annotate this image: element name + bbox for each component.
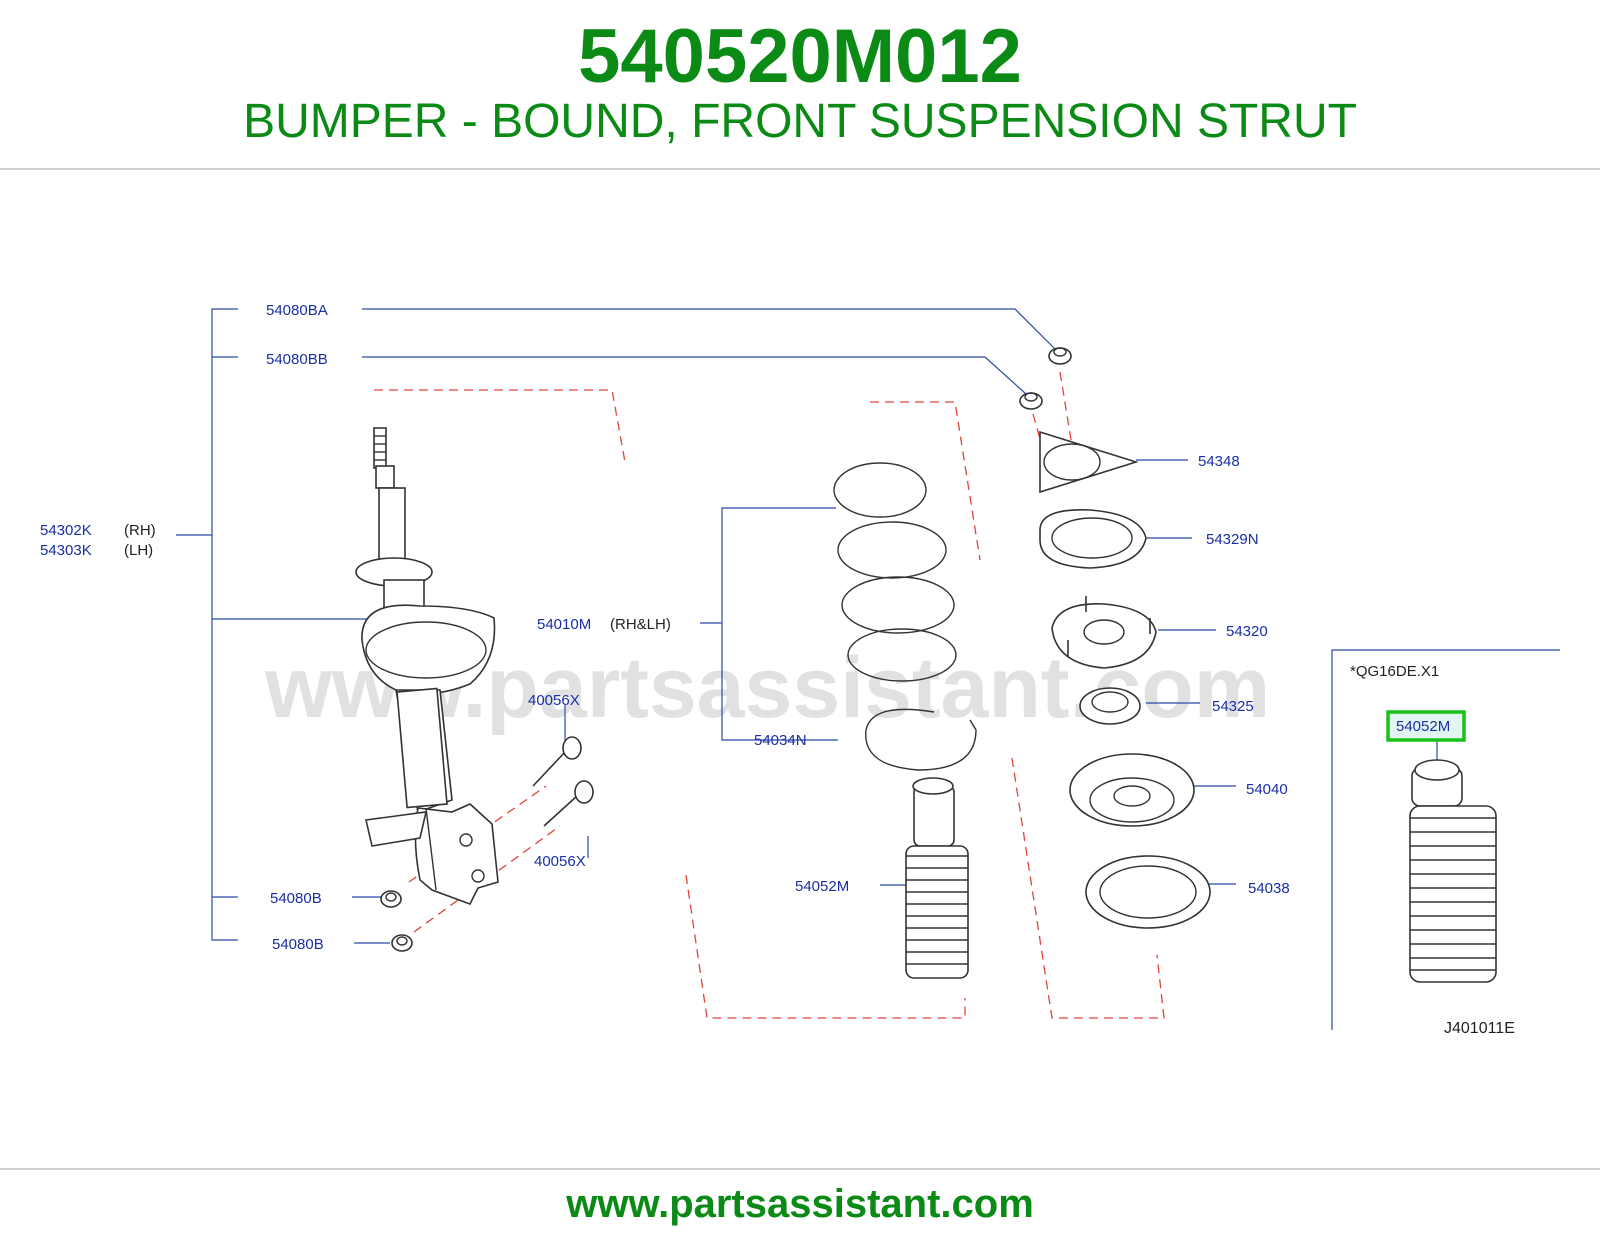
spring-seat-ring: [865, 708, 977, 771]
label-54052m-highlighted[interactable]: 54052M: [1396, 718, 1450, 735]
leader-lines: [176, 308, 1560, 1030]
part-number-title: 540520M012: [578, 14, 1022, 99]
strut-assembly: [355, 427, 499, 905]
label-54348[interactable]: 54348: [1198, 453, 1240, 470]
highlight-box: [1386, 710, 1466, 742]
label-rh: (RH): [124, 522, 156, 539]
header-divider: [0, 168, 1600, 170]
label-54303k[interactable]: 54303K: [40, 542, 92, 559]
mount-part: [1051, 596, 1157, 669]
label-54329n[interactable]: 54329N: [1206, 531, 1259, 548]
label-54040[interactable]: 54040: [1246, 781, 1288, 798]
rubber-seat-part: [1085, 855, 1211, 929]
label-lh: (LH): [124, 542, 153, 559]
part-description: BUMPER - BOUND, FRONT SUSPENSION STRUT: [243, 95, 1357, 148]
label-54080b-lower[interactable]: 54080B: [272, 936, 324, 953]
nut-icon: [1019, 392, 1043, 410]
coil-spring: [833, 462, 957, 682]
label-54320[interactable]: 54320: [1226, 623, 1268, 640]
label-54010m[interactable]: 54010M: [537, 616, 591, 633]
label-54325[interactable]: 54325: [1212, 698, 1254, 715]
label-54052m[interactable]: 54052M: [795, 878, 849, 895]
page-header: 540520M012 BUMPER - BOUND, FRONT SUSPENS…: [0, 0, 1600, 170]
bolt-icon: [532, 736, 582, 787]
label-40056x-lower[interactable]: 40056X: [534, 853, 586, 870]
label-54038[interactable]: 54038: [1248, 880, 1290, 897]
variant-note: *QG16DE.X1: [1350, 663, 1439, 680]
bound-bumper: [905, 777, 969, 979]
nut-icon: [391, 934, 413, 952]
label-54034n[interactable]: 54034N: [754, 732, 807, 749]
insulator-plate-part: [1039, 509, 1147, 569]
footer-url[interactable]: www.partsassistant.com: [566, 1182, 1034, 1226]
bolt-icon: [543, 780, 594, 827]
plate-part: [1039, 430, 1139, 494]
nut-icon: [380, 890, 402, 908]
label-54080ba[interactable]: 54080BA: [266, 302, 328, 319]
label-rh-lh: (RH&LH): [610, 616, 671, 633]
variant-bound-bumper: [1409, 759, 1497, 983]
upper-seat-part: [1069, 753, 1195, 827]
bearing-part: [1079, 687, 1141, 725]
label-54080b-upper[interactable]: 54080B: [270, 890, 322, 907]
label-54080bb[interactable]: 54080BB: [266, 351, 328, 368]
label-40056x-upper[interactable]: 40056X: [528, 692, 580, 709]
diagram-code: J401011E: [1444, 1020, 1515, 1037]
nut-icon: [1048, 347, 1072, 365]
footer-divider: [0, 1168, 1600, 1170]
label-54302k[interactable]: 54302K: [40, 522, 92, 539]
